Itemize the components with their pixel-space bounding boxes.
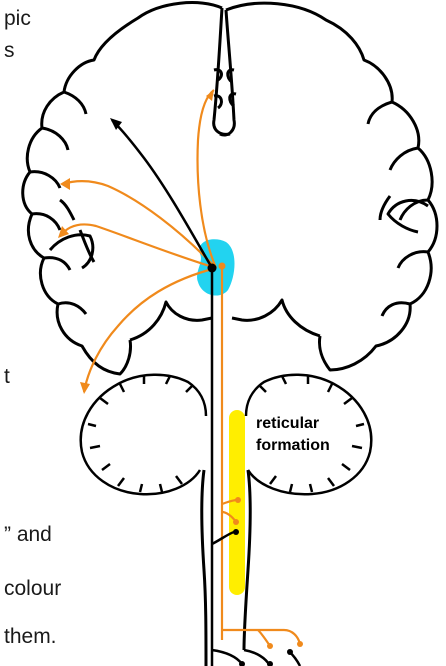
reticular-label-line2: formation	[256, 437, 330, 454]
cerebellum-left	[81, 375, 206, 495]
reticular-label-line1: reticular	[256, 415, 319, 432]
cerebellum-right	[246, 375, 371, 495]
orange-arrowheads	[58, 90, 303, 649]
orange-pathways	[60, 90, 300, 646]
orange-cell-body	[219, 263, 226, 270]
longitudinal-fissure	[214, 8, 236, 135]
